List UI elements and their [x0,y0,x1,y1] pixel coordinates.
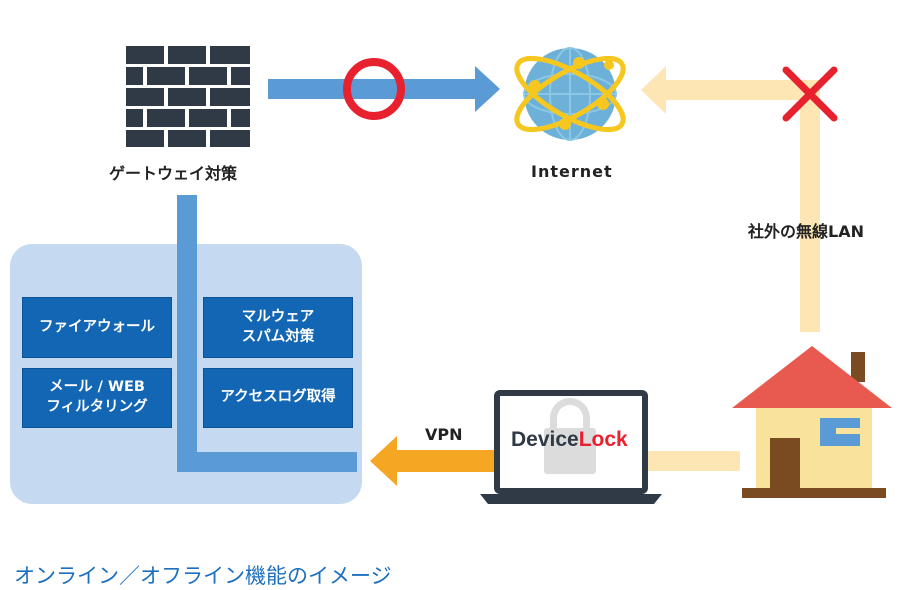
firewall-button[interactable]: ファイアウォール [22,297,172,358]
wireless-lan-arrow [641,66,820,332]
circle-mark-icon [343,58,405,120]
diagram-caption: オンライン／オフライン機能のイメージ [14,564,392,588]
vpn-arrow [370,436,495,486]
cross-mark-icon [782,66,838,122]
wireless-lan-label: 社外の無線LAN [748,222,864,241]
lock-watermark-icon [544,398,596,474]
gateway-label: ゲートウェイ対策 [109,164,238,183]
malware-spam-button[interactable]: マルウェア スパム対策 [203,297,353,358]
globe-icon [514,47,626,141]
mail-web-filtering-button[interactable]: メール / WEB フィルタリング [22,368,172,428]
access-log-button[interactable]: アクセスログ取得 [203,368,353,428]
laptop-icon [480,390,662,504]
vpn-label: VPN [425,425,463,444]
devicelock-logo: DeviceLock [511,428,628,452]
devicelock-logo-lock: Lock [578,428,628,451]
brick-wall-icon [126,46,250,147]
devicelock-logo-device: Device [511,428,579,451]
gateway-down-connector [177,195,357,472]
gateway-to-internet-arrow [268,66,500,112]
house-icon [732,346,892,498]
laptop-to-house-connector [648,451,740,471]
internet-label: Internet [531,162,613,181]
